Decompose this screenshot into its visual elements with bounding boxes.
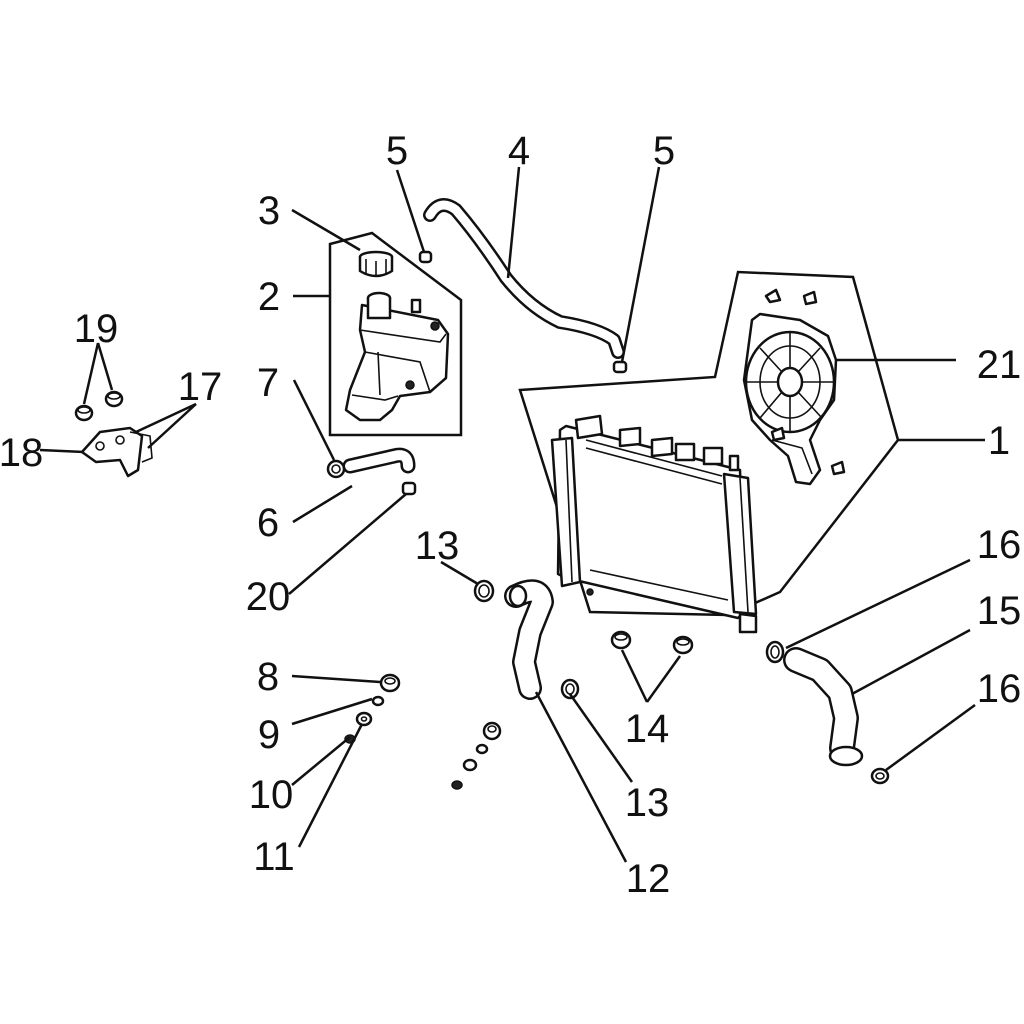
- hose-clamp-5a: [418, 250, 433, 264]
- callout-17: 17: [178, 365, 223, 409]
- collar-9: [371, 695, 385, 707]
- radiator-hose-15: [783, 647, 864, 767]
- callout-6: 6: [257, 501, 279, 545]
- expansion-tank: [344, 291, 450, 422]
- callout-1: 1: [988, 419, 1010, 463]
- hardware-set-duplicate: [451, 721, 502, 790]
- callout-7: 7: [257, 361, 279, 405]
- rubber-bushing-19a: [74, 404, 94, 422]
- callout-5a: 5: [386, 129, 408, 173]
- callout-19: 19: [74, 307, 119, 351]
- callout-10: 10: [249, 773, 294, 817]
- radiator: [550, 414, 758, 634]
- callout-11: 11: [253, 835, 295, 879]
- tank-outlet-hose: [342, 447, 416, 474]
- callout-labels: 1 2 3 4 5 5 6 7 8 9 10 11 12 13 13 14 15…: [0, 129, 1021, 901]
- washer-11: [355, 711, 373, 727]
- overflow-hose: [423, 198, 625, 359]
- fan-mount-bolts: [764, 288, 846, 476]
- hose-clamp-13a: [473, 579, 495, 603]
- hose-clamp-7: [326, 459, 346, 479]
- fan-shroud: [742, 312, 838, 486]
- rubber-bushing-19b: [104, 390, 124, 408]
- callout-8: 8: [257, 655, 279, 699]
- rubber-grommet-14a: [610, 630, 632, 650]
- hose-clamp-13b: [560, 678, 580, 700]
- callout-12: 12: [626, 857, 671, 901]
- callout-3: 3: [258, 189, 280, 233]
- expansion-tank-group-outline: [328, 231, 463, 437]
- callout-13a: 13: [415, 524, 460, 568]
- callout-5b: 5: [653, 129, 675, 173]
- callout-14: 14: [625, 707, 670, 751]
- expansion-tank-cap: [358, 250, 394, 278]
- callout-16b: 16: [977, 667, 1022, 711]
- lower-radiator-hose: [504, 579, 554, 700]
- callout-13b: 13: [625, 781, 670, 825]
- hose-clamp-5b: [612, 360, 628, 374]
- leader-lines: [39, 166, 985, 863]
- hose-clamp-16a: [765, 640, 785, 664]
- callout-16a: 16: [977, 523, 1022, 567]
- callout-21: 21: [977, 343, 1022, 387]
- callout-9: 9: [258, 713, 280, 757]
- callout-20: 20: [246, 575, 291, 619]
- rubber-grommet-14b: [672, 635, 694, 655]
- mounting-bracket: [80, 426, 153, 478]
- callout-18: 18: [0, 431, 43, 475]
- callout-2: 2: [258, 275, 280, 319]
- hose-clamp-20: [401, 481, 417, 496]
- grommet-8: [379, 673, 401, 693]
- hose-clamp-16b: [870, 767, 890, 785]
- callout-4: 4: [508, 129, 530, 173]
- callout-15: 15: [977, 589, 1022, 633]
